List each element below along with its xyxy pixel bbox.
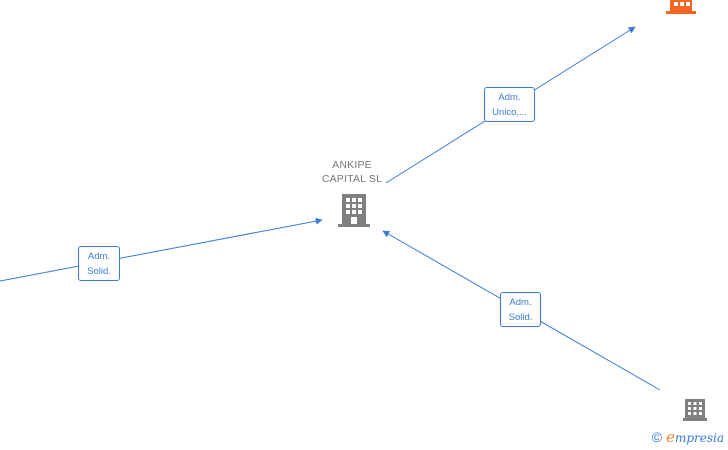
building-icon-top-right[interactable] — [666, 0, 696, 14]
edge-label-bottom-right-line2: Solid. — [508, 312, 533, 323]
main-node-label: ANKIPE CAPITAL SL — [306, 158, 398, 186]
building-icon-bottom-right[interactable] — [683, 398, 707, 422]
edge-label-left-line1: Adm. — [87, 251, 111, 262]
edge-label-top-right-line1: Adm. — [498, 92, 521, 103]
edge-label-left[interactable]: Adm. Solid. — [78, 246, 120, 281]
building-icon[interactable] — [337, 192, 371, 228]
edge-label-bottom-right-line1: Adm. — [509, 297, 532, 308]
edge-label-left-line2: Solid. — [87, 266, 111, 277]
edge-line-left — [0, 217, 323, 282]
edge-label-top-right-line2: Unico,... — [492, 107, 527, 118]
edge-label-bottom-right[interactable]: Adm. Solid. — [500, 292, 541, 327]
edge-label-top-right[interactable]: Adm. Unico,... — [484, 87, 535, 122]
empresia-logo: empresia — [666, 428, 724, 446]
copyright-symbol: © — [651, 429, 663, 445]
main-node-name-line2: CAPITAL SL — [321, 173, 383, 185]
logo-first-letter: e — [666, 428, 675, 446]
main-node-name-line1: ANKIPE — [332, 159, 372, 171]
logo-rest: mpresia — [674, 431, 724, 445]
brand-watermark: © empresia — [652, 428, 724, 446]
